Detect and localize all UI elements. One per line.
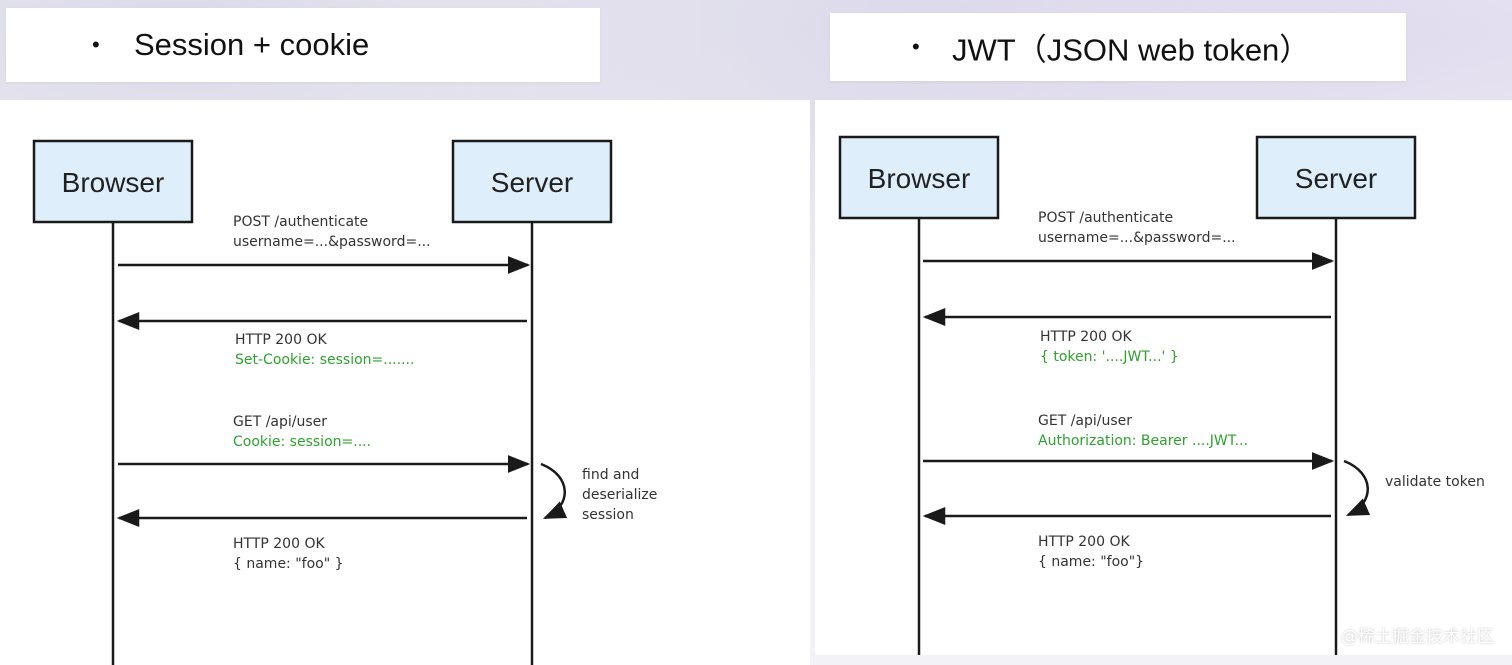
browser-label: Browser <box>868 163 971 194</box>
watermark: @稀土掘金技术社区 <box>1341 627 1494 647</box>
message-label: Set-Cookie: session=....... <box>235 352 414 368</box>
server-box: Server <box>1255 135 1417 220</box>
bullet-icon: • <box>92 32 100 57</box>
message-label: Cookie: session=.... <box>233 434 371 450</box>
message-label: GET /api/user <box>1038 413 1132 429</box>
message-label: Authorization: Bearer ....JWT... <box>1038 433 1248 449</box>
server-box: Server <box>451 139 613 224</box>
server-label: Server <box>491 167 573 198</box>
browser-label: Browser <box>62 167 165 198</box>
message-label: username=...&password=... <box>233 234 431 250</box>
message-label: POST /authenticate <box>1038 210 1173 226</box>
left-title: Session + cookie <box>134 27 370 62</box>
message-label: HTTP 200 OK <box>233 536 325 552</box>
message-label: username=...&password=... <box>1038 230 1236 246</box>
left-title-box: • Session + cookie <box>6 8 600 82</box>
processing-note: find and <box>582 467 639 483</box>
right-title-box: • JWT（JSON web token） <box>830 13 1406 81</box>
message-label: { token: '....JWT...' } <box>1040 349 1179 365</box>
processing-note: validate token <box>1385 474 1485 490</box>
message-label: GET /api/user <box>233 414 327 430</box>
message-label: HTTP 200 OK <box>1040 329 1132 345</box>
message-label: { name: "foo" } <box>233 556 344 572</box>
message-label: HTTP 200 OK <box>235 332 327 348</box>
bullet-icon: • <box>912 34 920 59</box>
processing-curve-arrow <box>540 462 568 520</box>
processing-note: deserialize <box>582 487 657 503</box>
browser-box: Browser <box>838 135 1000 220</box>
processing-note: session <box>582 507 634 523</box>
left-sequence-diagram: Browser Server POST /authenticate userna… <box>0 100 810 665</box>
right-title: JWT（JSON web token） <box>952 32 1311 68</box>
message-label: POST /authenticate <box>233 214 368 230</box>
message-label: HTTP 200 OK <box>1038 534 1130 550</box>
right-sequence-diagram: Browser Server POST /authenticate userna… <box>815 100 1512 655</box>
message-label: { name: "foo"} <box>1038 554 1144 570</box>
server-label: Server <box>1295 163 1377 194</box>
processing-curve-arrow <box>1343 459 1371 517</box>
browser-box: Browser <box>32 139 194 224</box>
